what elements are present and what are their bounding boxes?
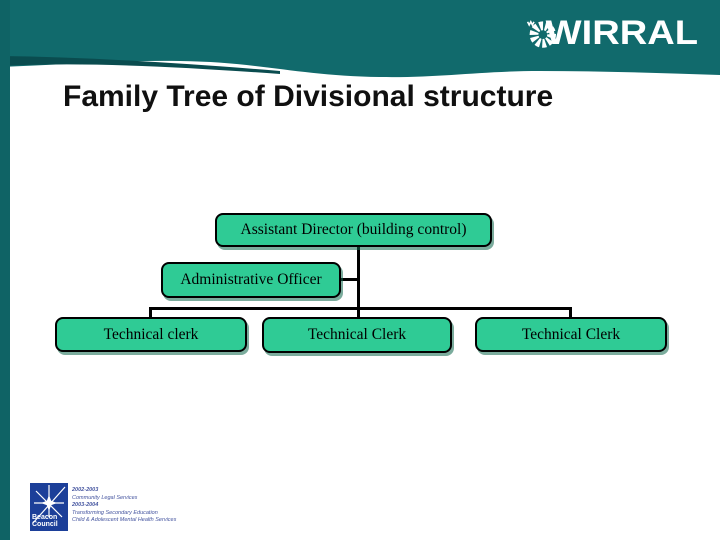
wirral-logo: WIRRAL [526, 16, 698, 50]
left-accent-bar [0, 0, 10, 540]
node-assistant-director: Assistant Director (building control) [215, 213, 492, 247]
page-title: Family Tree of Divisional structure [63, 80, 554, 113]
connector-drop-clerk-1 [149, 307, 152, 317]
connector-vertical-main [357, 247, 360, 317]
award-line-service-2: Transforming Secondary Education [72, 509, 158, 516]
node-technical-clerk-1: Technical clerk [55, 317, 247, 352]
node-administrative-officer: Administrative Officer [161, 262, 341, 298]
beacon-council-label: Beacon Council [32, 514, 58, 528]
connector-horizontal-clerks [149, 307, 572, 310]
wirral-wordmark: WIRRAL [545, 14, 698, 52]
node-technical-clerk-3: Technical Clerk [475, 317, 667, 352]
header-wave [0, 0, 720, 78]
award-line-period-2: 2003-2004 [72, 502, 99, 508]
node-technical-clerk-2: Technical Clerk [262, 317, 452, 353]
award-line-period-1: 2002-2003 [72, 487, 99, 493]
connector-admin-officer [341, 278, 357, 281]
beacon-label-line1: Beacon [32, 514, 58, 521]
pinwheel-icon [526, 20, 557, 48]
beacon-label-line2: Council [32, 521, 58, 528]
beacon-star-icon [32, 485, 66, 524]
beacon-council-logo: Beacon Council [30, 483, 68, 531]
award-line-service-3: Child & Adolescent Mental Health Service… [72, 517, 177, 523]
connector-drop-clerk-3 [569, 307, 572, 317]
award-line-service-1: Community Legal Services [72, 494, 138, 501]
award-list: 2002-2003 Community Legal Services 2003-… [72, 487, 176, 525]
